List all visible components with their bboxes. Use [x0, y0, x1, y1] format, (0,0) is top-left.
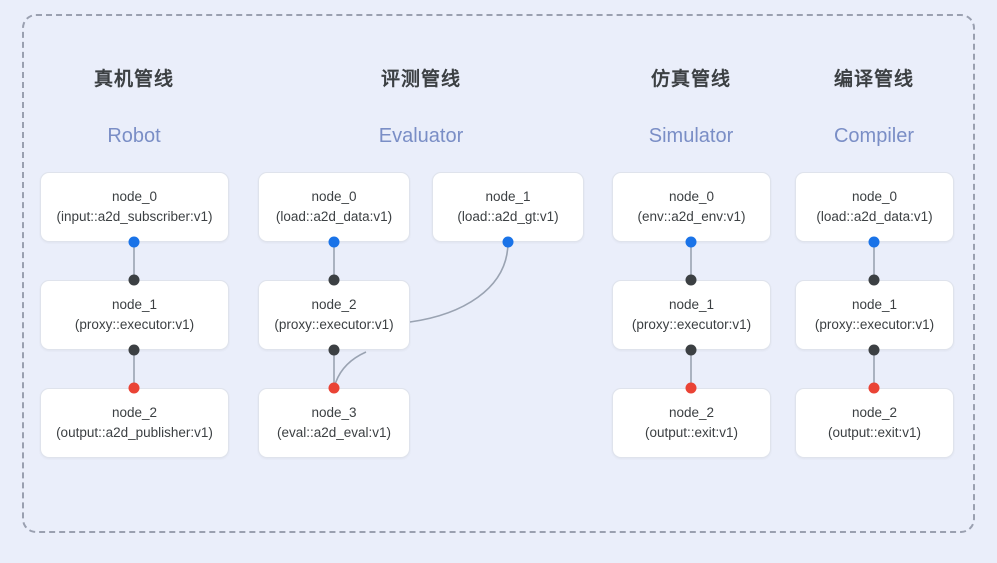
port-dot-robot-node1-in[interactable]: [128, 274, 140, 286]
port-dot-evaluator-node1-out[interactable]: [502, 236, 514, 248]
node-box-simulator-node_1[interactable]: node_1(proxy::executor:v1): [612, 280, 771, 350]
node-type-label: (proxy::executor:v1): [274, 317, 394, 332]
node-type-label: (load::a2d_gt:v1): [457, 209, 559, 224]
node-type-label: (output::exit:v1): [827, 425, 922, 440]
port-dot-simulator-node1-in[interactable]: [685, 274, 697, 286]
port-dot-compiler-node2-in[interactable]: [868, 382, 880, 394]
node-type-label: (output::a2d_publisher:v1): [56, 425, 213, 440]
node-id-label: node_1: [668, 297, 715, 312]
port-dot-evaluator-node0-out[interactable]: [328, 236, 340, 248]
node-id-label: node_2: [668, 405, 715, 420]
node-id-label: node_2: [311, 297, 357, 312]
node-box-robot-node_2[interactable]: node_2(output::a2d_publisher:v1): [40, 388, 229, 458]
node-type-label: (env::a2d_env:v1): [637, 209, 746, 224]
node-id-label: node_0: [668, 189, 715, 204]
node-box-evaluator-node_2[interactable]: node_2(proxy::executor:v1): [258, 280, 410, 350]
column-title-en-evaluator: Evaluator: [378, 125, 464, 147]
port-dot-simulator-node2-in[interactable]: [685, 382, 697, 394]
column-title-en-simulator: Simulator: [648, 125, 734, 147]
node-type-label: (output::exit:v1): [644, 425, 739, 440]
port-dot-robot-node0-out[interactable]: [128, 236, 140, 248]
port-dot-simulator-node1-out[interactable]: [685, 344, 697, 356]
node-id-label: node_0: [851, 189, 898, 204]
port-dot-robot-node2-in[interactable]: [128, 382, 140, 394]
column-title-cn-compiler: 编译管线: [833, 69, 915, 90]
port-dot-evaluator-node3-in[interactable]: [328, 382, 340, 394]
node-box-evaluator-node_3[interactable]: node_3(eval::a2d_eval:v1): [258, 388, 410, 458]
node-box-evaluator-node_1[interactable]: node_1(load::a2d_gt:v1): [432, 172, 584, 242]
pipeline-dashed-container: [22, 14, 975, 533]
node-box-robot-node_0[interactable]: node_0(input::a2d_subscriber:v1): [40, 172, 229, 242]
node-id-label: node_3: [311, 405, 357, 420]
node-box-compiler-node_0[interactable]: node_0(load::a2d_data:v1): [795, 172, 954, 242]
column-title-cn-evaluator: 评测管线: [380, 69, 462, 90]
port-dot-compiler-node1-out[interactable]: [868, 344, 880, 356]
node-id-label: node_2: [851, 405, 898, 420]
node-box-compiler-node_1[interactable]: node_1(proxy::executor:v1): [795, 280, 954, 350]
port-dot-simulator-node0-out[interactable]: [685, 236, 697, 248]
node-type-label: (load::a2d_data:v1): [816, 209, 933, 224]
column-title-en-robot: Robot: [107, 125, 161, 147]
port-dot-evaluator-node2-in[interactable]: [328, 274, 340, 286]
port-dot-compiler-node1-in[interactable]: [868, 274, 880, 286]
node-type-label: (load::a2d_data:v1): [275, 209, 393, 224]
node-type-label: (input::a2d_subscriber:v1): [56, 209, 213, 224]
node-id-label: node_0: [111, 189, 158, 204]
column-title-cn-simulator: 仿真管线: [650, 69, 732, 90]
node-type-label: (eval::a2d_eval:v1): [276, 425, 392, 440]
port-dot-evaluator-node2-out[interactable]: [328, 344, 340, 356]
node-box-simulator-node_0[interactable]: node_0(env::a2d_env:v1): [612, 172, 771, 242]
node-type-label: (proxy::executor:v1): [814, 317, 935, 332]
column-title-cn-robot: 真机管线: [93, 69, 175, 90]
port-dot-compiler-node0-out[interactable]: [868, 236, 880, 248]
node-id-label: node_1: [485, 189, 531, 204]
node-box-compiler-node_2[interactable]: node_2(output::exit:v1): [795, 388, 954, 458]
node-type-label: (proxy::executor:v1): [631, 317, 752, 332]
node-id-label: node_2: [111, 405, 158, 420]
node-box-simulator-node_2[interactable]: node_2(output::exit:v1): [612, 388, 771, 458]
node-box-robot-node_1[interactable]: node_1(proxy::executor:v1): [40, 280, 229, 350]
node-type-label: (proxy::executor:v1): [74, 317, 195, 332]
node-id-label: node_1: [851, 297, 898, 312]
port-dot-robot-node1-out[interactable]: [128, 344, 140, 356]
node-box-evaluator-node_0[interactable]: node_0(load::a2d_data:v1): [258, 172, 410, 242]
node-id-label: node_1: [111, 297, 158, 312]
column-title-en-compiler: Compiler: [833, 125, 915, 147]
node-id-label: node_0: [311, 189, 357, 204]
